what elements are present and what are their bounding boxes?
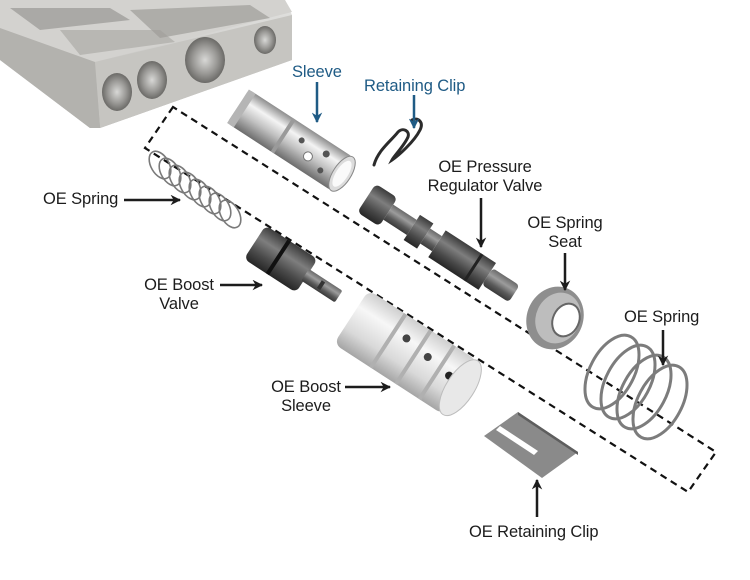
sleeve-part [227, 89, 356, 192]
label-sleeve: Sleeve [292, 63, 342, 81]
label-oe-boost-valve: OE Boost Valve [138, 276, 220, 314]
oe-boost-valve-part [246, 227, 342, 302]
valve-bore-4 [254, 26, 276, 54]
label-oe-boost-sleeve-line1: OE Boost [271, 378, 341, 396]
oe-spring-left-part [148, 150, 242, 229]
label-oe-spring-seat: OE Spring Seat [522, 214, 608, 252]
label-oe-retaining-clip: OE Retaining Clip [469, 523, 599, 541]
label-oe-spring-seat-line1: OE Spring [527, 214, 603, 232]
label-oe-boost-valve-line2: Valve [159, 295, 199, 313]
oe-boost-sleeve-part [336, 293, 482, 417]
valve-body-casting [0, 0, 292, 128]
label-retaining-clip: Retaining Clip [364, 77, 466, 95]
label-oe-spring-left: OE Spring [43, 190, 119, 208]
retaining-clip-part [372, 117, 423, 167]
label-oe-pressure-regulator-valve-line1: OE Pressure [438, 158, 532, 176]
oe-spring-seat-part [526, 286, 584, 350]
valve-bore-3 [185, 37, 225, 83]
label-oe-boost-sleeve-line2: Sleeve [281, 397, 331, 415]
oe-pressure-regulator-valve-part [359, 185, 519, 301]
label-oe-boost-valve-line1: OE Boost [144, 276, 214, 294]
label-oe-boost-sleeve: OE Boost Sleeve [266, 378, 346, 416]
label-oe-pressure-regulator-valve: OE Pressure Regulator Valve [424, 158, 546, 196]
label-oe-spring-seat-line2: Seat [548, 233, 582, 251]
oe-retaining-clip-part [484, 412, 578, 478]
valve-bore-2 [137, 61, 167, 99]
label-oe-pressure-regulator-valve-line2: Regulator Valve [427, 177, 543, 195]
oe-spring-right-part [583, 333, 689, 441]
label-oe-spring-right: OE Spring [624, 308, 700, 326]
valve-bore-1 [102, 73, 132, 111]
